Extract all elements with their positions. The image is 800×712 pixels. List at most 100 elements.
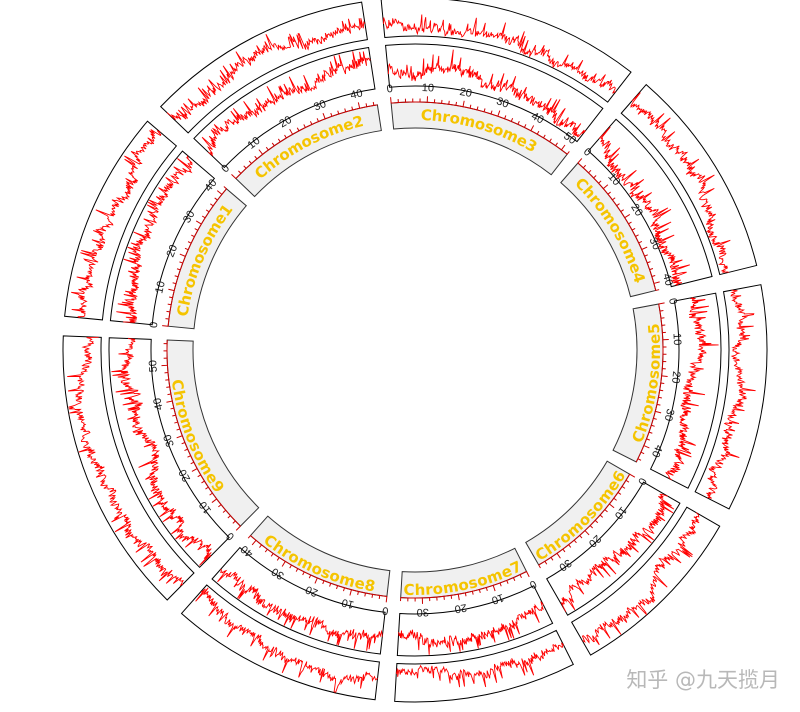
major-tick [457,594,460,601]
minor-tick [295,568,299,572]
minor-tick [478,589,481,594]
minor-tick [544,560,548,565]
major-tick [385,596,388,603]
major-tick [258,149,263,155]
minor-tick [265,146,269,151]
outer-track-frame [180,584,380,701]
outer-track-frame [620,83,758,276]
tick-label: 40 [151,397,165,411]
minor-tick [536,130,540,135]
minor-tick [651,274,656,277]
minor-tick [566,151,570,155]
minor-tick [351,106,354,111]
sector-axis [235,104,378,179]
tick-label: 10 [421,82,434,95]
major-tick [609,503,615,509]
tick-label: 40 [349,87,364,101]
minor-tick [364,592,366,597]
sectors-group: 010203040Chromosome1010203040Chromosome2… [62,0,768,703]
sector-axis [250,535,387,597]
minor-tick [616,203,620,207]
minor-tick [174,275,179,278]
inner-track-line [598,126,690,286]
minor-tick [296,127,300,132]
tick-label: 20 [628,202,645,219]
minor-tick [631,227,636,231]
major-tick [658,302,665,305]
major-tick [357,102,361,109]
inner-track-frame [385,43,604,143]
minor-tick [649,268,654,271]
minor-tick [264,548,268,553]
major-tick [179,253,186,257]
outer-track-frame [62,335,195,601]
outer-track-frame [394,629,574,703]
minor-tick [549,138,552,142]
tick-label: 40 [238,543,255,560]
tick-label: 10 [671,333,683,346]
minor-tick [635,234,639,237]
minor-tick [227,515,231,519]
minor-tick [209,492,213,496]
minor-tick [647,261,651,264]
major-tick [235,525,241,531]
tick-label: 40 [660,272,675,287]
inner-track-frame [211,546,386,655]
tick-label: 30 [416,606,429,618]
minor-tick [302,571,305,576]
major-tick [166,400,173,403]
inner-track-frame [109,150,216,326]
minor-tick [172,414,176,417]
major-tick [289,128,294,135]
minor-tick [638,240,643,244]
major-tick [584,530,590,536]
tick-label: 0 [386,83,393,96]
tick-label: 10 [153,280,168,295]
outer-track-frame [380,0,632,103]
tick-label: 40 [202,177,219,194]
minor-tick [308,574,312,579]
inner-track-line [398,601,544,655]
tick-label: 20 [454,601,468,615]
outer-track-line [581,512,700,646]
minor-tick [259,544,262,548]
minor-tick [613,497,617,501]
minor-tick [194,228,199,231]
minor-tick [589,525,594,529]
inner-track-frame [396,585,554,657]
outer-track-line [395,642,565,688]
minor-tick [483,108,486,112]
minor-tick [620,209,624,213]
inner-track-line [116,155,194,323]
minor-tick [176,268,181,271]
minor-tick [655,289,660,291]
tick-label: 50 [147,360,160,373]
minor-tick [651,424,655,427]
minor-tick [184,247,189,251]
minor-tick [167,393,172,396]
tick-label: 10 [197,499,214,516]
minor-tick [172,282,177,285]
minor-tick [588,169,592,174]
major-tick [629,473,636,478]
tick-label: 30 [557,556,574,573]
minor-tick [594,520,599,524]
minor-tick [174,421,178,424]
tick-label: 20 [669,371,682,384]
major-tick [530,125,535,131]
watermark: 知乎 @九天揽月 [626,668,780,692]
minor-tick [284,134,287,139]
minor-tick [637,458,642,461]
minor-tick [371,594,374,598]
minor-tick [365,103,368,107]
inner-track-frame [587,118,713,288]
inner-track-frame [546,481,681,616]
tick-label: 0 [382,604,389,617]
tick-label: 20 [459,86,473,100]
minor-tick [248,160,252,164]
minor-tick [222,509,227,513]
